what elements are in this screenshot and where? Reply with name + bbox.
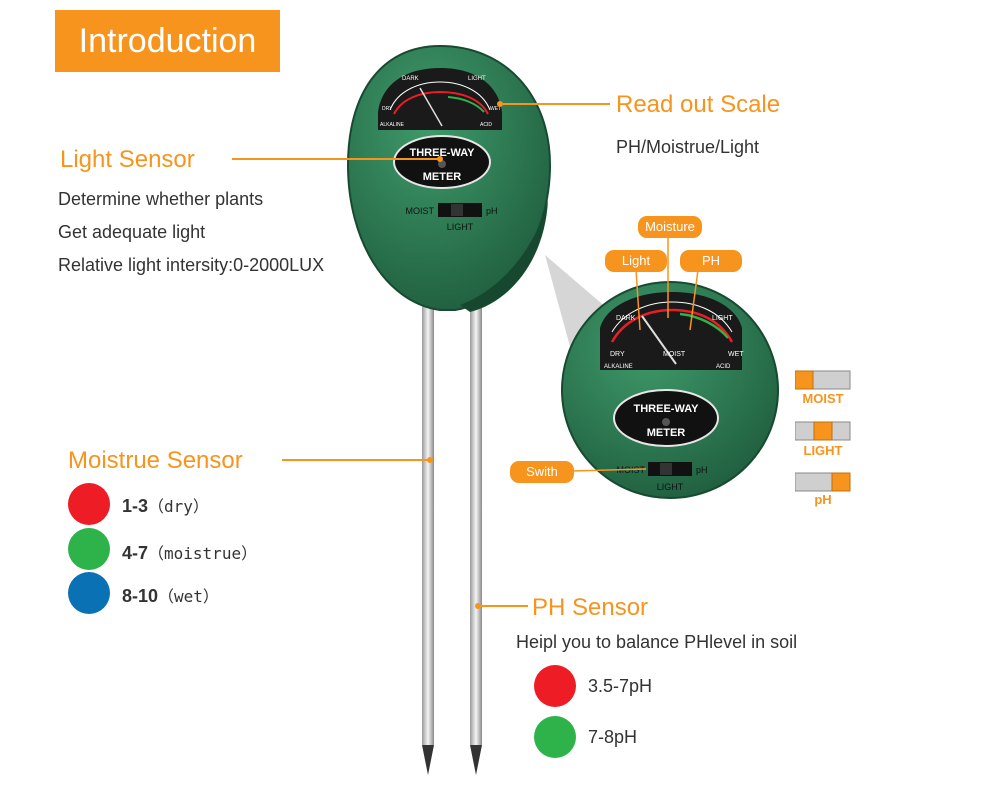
light-sensor-heading: Light Sensor	[60, 146, 195, 173]
svg-text:pH: pH	[486, 206, 498, 216]
svg-text:ALKALINE: ALKALINE	[604, 364, 633, 370]
svg-text:DARK: DARK	[616, 315, 636, 322]
svg-text:LIGHT: LIGHT	[657, 482, 684, 492]
svg-text:THREE-WAY: THREE-WAY	[410, 147, 476, 159]
svg-text:DARK: DARK	[402, 76, 419, 82]
switch-moist-icon	[795, 370, 851, 390]
svg-text:WET: WET	[490, 106, 501, 112]
light-sensor-line: Determine whether plants	[58, 189, 264, 209]
svg-text:WET: WET	[728, 351, 744, 358]
svg-text:DRY: DRY	[382, 106, 393, 112]
light-callout: Light	[605, 250, 667, 272]
moisture-callout: Moisture	[638, 216, 702, 238]
svg-text:METER: METER	[647, 427, 686, 439]
ph-sensor-heading: PH Sensor	[532, 594, 649, 621]
ph-sensor-subtitle: Heipl you to balance PHlevel in soil	[516, 632, 798, 652]
svg-text:METER: METER	[423, 171, 462, 183]
svg-text:pH: pH	[696, 465, 708, 475]
svg-text:MOIST: MOIST	[406, 206, 435, 216]
meter-zoom-detail: DARK LIGHT DRY WET MOIST ALKALINE ACID T…	[545, 237, 779, 499]
svg-text:DRY: DRY	[610, 351, 625, 358]
read-out-heading: Read out Scale	[616, 91, 781, 118]
moisture-probe	[422, 290, 434, 745]
svg-text:THREE-WAY: THREE-WAY	[634, 403, 700, 415]
switch-light-label: LIGHT	[803, 443, 843, 458]
svg-text:LIGHT: LIGHT	[447, 222, 474, 232]
dry-indicator-dot	[68, 483, 110, 525]
neutral-indicator-dot	[534, 716, 576, 758]
switch-callout: Swith	[510, 461, 574, 483]
svg-text:LIGHT: LIGHT	[468, 76, 486, 82]
switch-moist-label: MOIST	[802, 391, 844, 406]
moisture-legend-item: 4-7（moistrue）	[122, 543, 258, 563]
svg-text:ACID: ACID	[716, 364, 731, 370]
acidic-indicator-dot	[534, 665, 576, 707]
soil-meter-illustration: DARK LIGHT DRY WET ALKALINE ACID THREE-W…	[346, 44, 552, 775]
moisture-sensor-heading: Moistrue Sensor	[68, 447, 243, 474]
ph-callout: PH	[680, 250, 742, 272]
page-title: Introduction	[55, 10, 280, 72]
ph-probe	[470, 290, 482, 745]
svg-text:LIGHT: LIGHT	[712, 315, 733, 322]
moisture-legend-item: 1-3（dry）	[122, 496, 209, 516]
switch-ph-icon	[795, 472, 851, 492]
switch-light-icon	[795, 421, 851, 441]
ph-legend-item: 7-8pH	[588, 727, 638, 747]
svg-text:ACID: ACID	[480, 122, 492, 128]
moist-indicator-dot	[68, 528, 110, 570]
moisture-legend-item: 8-10（wet）	[122, 586, 219, 606]
light-sensor-line: Relative light intersity:0-2000LUX	[58, 255, 325, 275]
switch-ph-label: pH	[814, 492, 832, 507]
ph-legend-item: 3.5-7pH	[588, 676, 653, 696]
light-sensor-line: Get adequate light	[58, 222, 206, 242]
svg-text:ALKALINE: ALKALINE	[380, 122, 405, 128]
read-out-subtitle: PH/Moistrue/Light	[616, 137, 760, 157]
wet-indicator-dot	[68, 572, 110, 614]
svg-text:MOIST: MOIST	[663, 351, 686, 358]
